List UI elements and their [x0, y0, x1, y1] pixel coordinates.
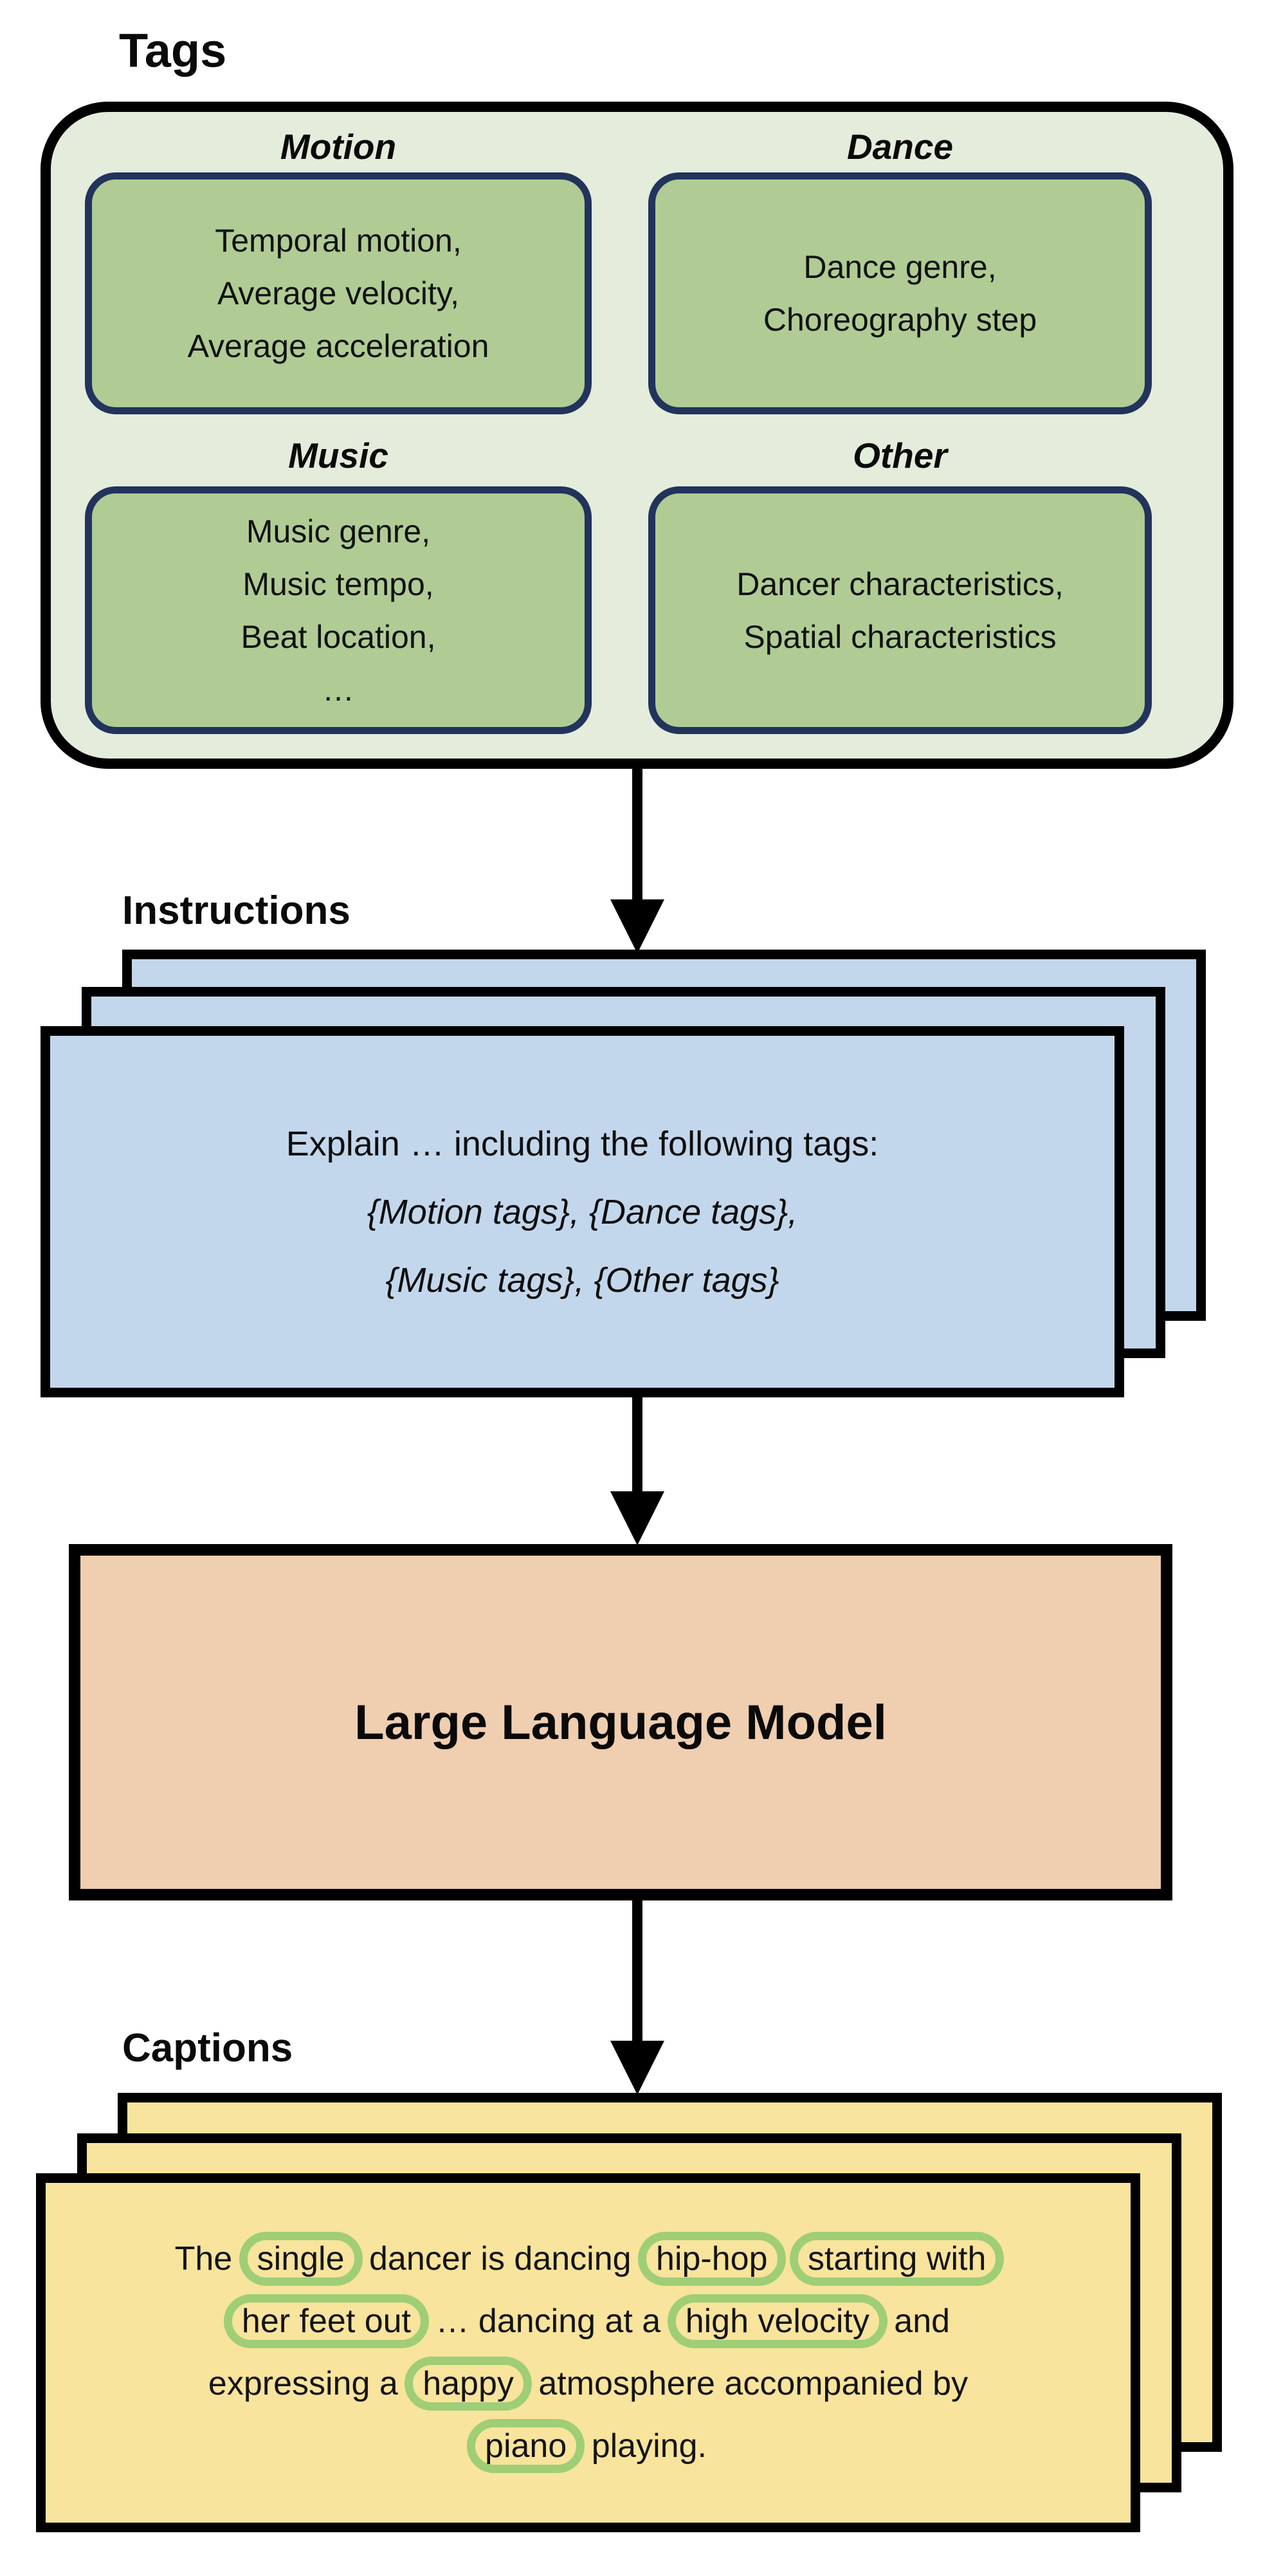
caption-highlight: piano: [467, 2419, 585, 2474]
caption-highlight: high velocity: [667, 2294, 887, 2349]
motion-tags-box: Temporal motion, Average velocity, Avera…: [85, 172, 592, 414]
caption-segment: The: [174, 2240, 242, 2277]
category-header-other: Other: [853, 436, 947, 475]
llm-box: Large Language Model: [69, 1544, 1172, 1900]
caption-line: The single dancer is dancing hip-hop sta…: [65, 2228, 1111, 2290]
caption-segment: and: [884, 2303, 951, 2340]
tag-line: …: [322, 671, 354, 708]
tag-line: Music genre,: [246, 513, 431, 549]
instruction-line: {Music tags}, {Other tags}: [385, 1260, 779, 1300]
arrow-shaft: [632, 1900, 642, 2043]
caption-text: The single dancer is dancing hip-hop sta…: [46, 2228, 1131, 2478]
instructions-section-label: Instructions: [122, 888, 350, 933]
caption-segment: dancer is dancing: [359, 2240, 641, 2277]
caption-card-front: The single dancer is dancing hip-hop sta…: [36, 2173, 1140, 2532]
caption-segment: playing.: [582, 2427, 707, 2465]
arrow-down-icon: [610, 899, 664, 953]
caption-highlight: hip-hop: [638, 2232, 786, 2286]
music-tags-box: Music genre, Music tempo, Beat location,…: [85, 486, 592, 734]
tag-line: Average velocity,: [217, 275, 460, 311]
caption-line: expressing a happy atmosphere accompanie…: [65, 2353, 1111, 2415]
tag-line: Dance genre,: [803, 249, 997, 285]
instruction-card-front: Explain … including the following tags: …: [41, 1026, 1124, 1397]
tag-line: Average acceleration: [187, 328, 489, 364]
tag-line: Spatial characteristics: [743, 618, 1057, 655]
tag-line: Music tempo,: [242, 566, 434, 602]
tag-line: Beat location,: [241, 618, 436, 655]
caption-segment: atmosphere accompanied by: [529, 2365, 969, 2402]
other-tags-box: Dancer characteristics, Spatial characte…: [648, 486, 1152, 734]
caption-line: piano playing.: [65, 2415, 1111, 2478]
arrow-shaft: [632, 769, 642, 905]
instruction-line: {Motion tags}, {Dance tags},: [367, 1192, 798, 1231]
tag-line: Temporal motion,: [215, 223, 462, 259]
dance-tags-box: Dance genre, Choreography step: [648, 172, 1152, 414]
tag-line: Choreography step: [763, 302, 1037, 338]
tags-section-label: Tags: [119, 24, 227, 77]
caption-segment: expressing a: [208, 2365, 408, 2402]
tag-line: Dancer characteristics,: [736, 566, 1064, 602]
caption-highlight: starting with: [789, 2232, 1005, 2286]
caption-highlight: her feet out: [223, 2294, 429, 2349]
caption-line: her feet out … dancing at a high velocit…: [65, 2290, 1111, 2353]
caption-highlight: happy: [405, 2357, 532, 2411]
arrow-down-icon: [610, 1491, 664, 1545]
arrow-shaft: [632, 1397, 642, 1495]
caption-segment: … dancing at a: [426, 2303, 670, 2340]
captions-section-label: Captions: [122, 2026, 293, 2070]
category-header-dance: Dance: [846, 127, 954, 167]
category-header-music: Music: [288, 436, 388, 475]
arrow-down-icon: [610, 2041, 664, 2095]
category-header-motion: Motion: [280, 127, 397, 167]
caption-highlight: single: [239, 2232, 363, 2286]
llm-label: Large Language Model: [354, 1695, 887, 1750]
instruction-line: Explain … including the following tags:: [286, 1124, 879, 1163]
